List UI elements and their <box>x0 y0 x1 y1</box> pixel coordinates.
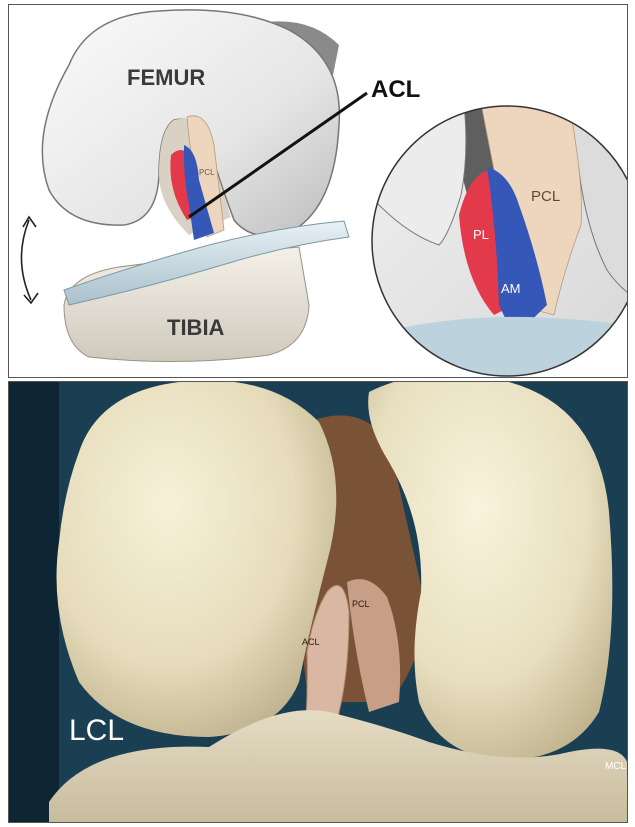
rotation-arrow-head-top <box>23 217 36 227</box>
acl-label: ACL <box>371 76 420 103</box>
pcl-small-label: PCL <box>199 168 215 177</box>
photo-lateral-condyle <box>57 382 337 737</box>
knee-illustration-panel: FEMUR TIBIA ACL PCL PCL PL AM <box>8 4 628 378</box>
photo-dark-edge <box>9 382 59 822</box>
femur-label: FEMUR <box>127 65 205 90</box>
rotation-arrow <box>21 220 31 300</box>
knee-illustration: FEMUR TIBIA ACL PCL PCL PL AM <box>9 5 627 377</box>
photo-pcl-label: PCL <box>352 599 370 609</box>
tibia-label: TIBIA <box>167 315 225 340</box>
inset-am-label: AM <box>501 281 521 296</box>
knee-photo: LCL PCL ACL MCL <box>9 382 627 822</box>
inset-pcl-label: PCL <box>531 188 560 205</box>
photo-acl-label: ACL <box>302 637 320 647</box>
rotation-arrow-head-bottom <box>24 293 38 303</box>
inset-magnified-view: PCL PL AM <box>369 103 627 377</box>
photo-lcl-label: LCL <box>69 714 124 747</box>
photo-mcl-label: MCL <box>605 761 627 772</box>
inset-pl-label: PL <box>473 227 489 242</box>
knee-photo-panel: LCL PCL ACL MCL <box>8 381 628 823</box>
